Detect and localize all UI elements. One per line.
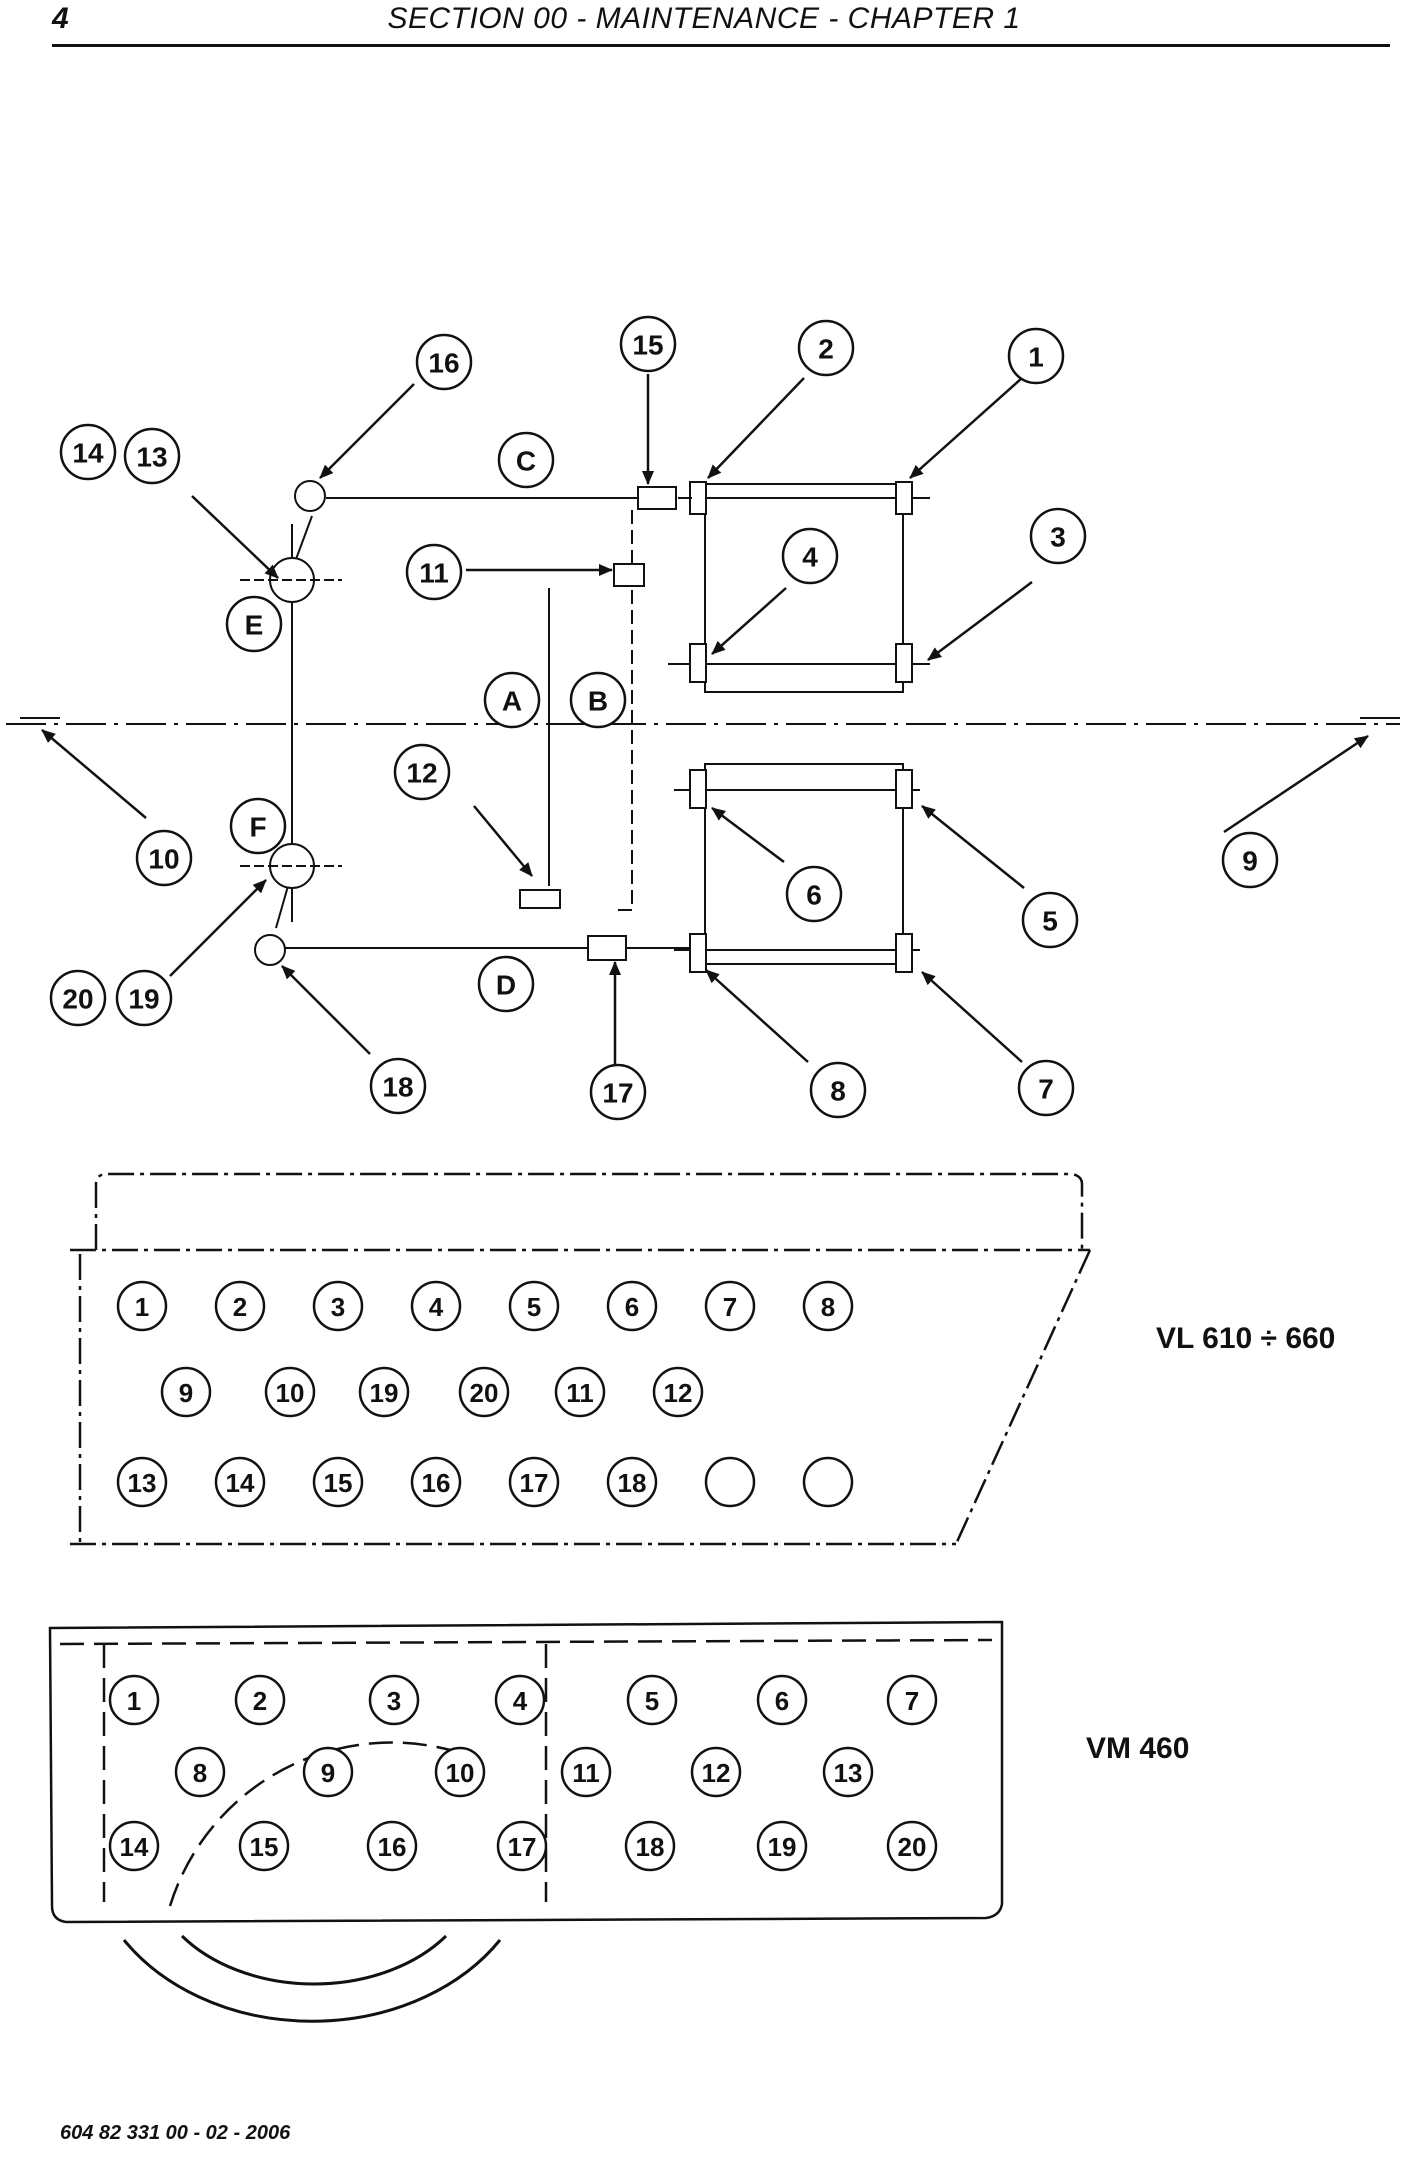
vl-pin: 8	[821, 1292, 835, 1322]
callout-19: 19	[128, 984, 159, 1015]
model-label-vl: VL 610 ÷ 660	[1156, 1322, 1336, 1355]
circuit-c: C	[516, 446, 536, 477]
callout-13: 13	[136, 442, 167, 473]
section-title: SECTION 00 - MAINTENANCE - CHAPTER 1	[387, 2, 1021, 35]
vl-pins	[116, 1280, 854, 1508]
circuit-letters: A B C D E F	[245, 446, 608, 1001]
header-rule	[52, 44, 1390, 47]
vm-pin: 4	[513, 1686, 528, 1716]
callout-4: 4	[802, 542, 818, 573]
vm-pin: 18	[636, 1832, 665, 1862]
vl-pin: 18	[618, 1468, 647, 1498]
callout-7: 7	[1038, 1074, 1054, 1105]
vl-pin: 5	[527, 1292, 541, 1322]
callout-3: 3	[1050, 522, 1066, 553]
callout-14: 14	[72, 438, 104, 469]
vm-pin: 1	[127, 1686, 141, 1716]
model-label-vm: VM 460	[1086, 1732, 1190, 1765]
vm-pin: 14	[120, 1832, 149, 1862]
callout-numbers: 1 2 3 4 5 6 7 8 9 10 11 12 13 14 15 16 1…	[62, 330, 1257, 1109]
vm-pin: 19	[768, 1832, 797, 1862]
circuit-e: E	[245, 610, 264, 641]
vm-pin: 2	[253, 1686, 267, 1716]
connector-15	[637, 486, 677, 510]
vm-pin-numbers: 1 2 3 4 5 6 7 8 9 10 11 12 13 14 15 16 1…	[120, 1686, 927, 1862]
callout-18: 18	[382, 1072, 413, 1103]
terminal-18	[254, 934, 286, 966]
vm-pin: 10	[446, 1758, 475, 1788]
vm-pin: 16	[378, 1832, 407, 1862]
vl-pin: 17	[520, 1468, 549, 1498]
circuit-f: F	[249, 812, 266, 843]
vm-pin: 8	[193, 1758, 207, 1788]
terminal-16	[294, 480, 326, 512]
callout-10: 10	[148, 844, 179, 875]
lower-lamp-frame	[674, 763, 920, 973]
circuit-b: B	[588, 686, 608, 717]
vm-pin: 6	[775, 1686, 789, 1716]
page-number: 4	[52, 2, 69, 35]
vl-pin: 20	[470, 1378, 499, 1408]
vl-pin: 6	[625, 1292, 639, 1322]
vm-pin: 11	[572, 1758, 600, 1788]
document-reference: 604 82 331 00 - 02 - 2006	[60, 2122, 291, 2144]
vm-pin: 5	[645, 1686, 659, 1716]
vl-pin: 4	[429, 1292, 444, 1322]
callout-11: 11	[419, 558, 449, 589]
vl-pin: 10	[276, 1378, 305, 1408]
vm-pin: 12	[702, 1758, 731, 1788]
callout-16: 16	[428, 348, 459, 379]
vl-pin: 15	[324, 1468, 353, 1498]
vl-pin: 16	[422, 1468, 451, 1498]
connector-vm-outline	[48, 1620, 1004, 2023]
vm-pins	[108, 1674, 938, 1872]
vl-pin-numbers: 1 2 3 4 5 6 7 8 9 10 19 20 11 12 13 14 1…	[128, 1292, 836, 1498]
callout-9: 9	[1242, 846, 1258, 877]
vm-pin: 20	[898, 1832, 927, 1862]
callout-bubbles	[49, 315, 1279, 1121]
vl-pin: 1	[135, 1292, 149, 1322]
vm-pin: 13	[834, 1758, 863, 1788]
circuit-a: A	[502, 686, 522, 717]
connector-17	[587, 935, 627, 961]
connector-12	[519, 889, 561, 909]
callout-8: 8	[830, 1076, 846, 1107]
connector-vl-outline	[70, 1172, 1092, 1546]
callout-12: 12	[406, 758, 437, 789]
leader-arrows	[41, 374, 1369, 1066]
vl-pin: 19	[370, 1378, 399, 1408]
circuit-d: D	[496, 970, 516, 1001]
callout-15: 15	[632, 330, 663, 361]
vl-pin: 9	[179, 1378, 193, 1408]
vm-pin: 17	[508, 1832, 537, 1862]
connector-11	[613, 563, 645, 587]
letter-bubbles	[225, 431, 627, 1013]
callout-5: 5	[1042, 906, 1058, 937]
vm-pin: 15	[250, 1832, 279, 1862]
vl-pin: 7	[723, 1292, 737, 1322]
callout-2: 2	[818, 334, 834, 365]
callout-6: 6	[806, 880, 822, 911]
vl-pin: 14	[226, 1468, 255, 1498]
vl-pin: 12	[664, 1378, 693, 1408]
vl-pin: 3	[331, 1292, 345, 1322]
vm-pin: 3	[387, 1686, 401, 1716]
callout-20: 20	[62, 984, 93, 1015]
vl-pin: 13	[128, 1468, 157, 1498]
vl-pin: 2	[233, 1292, 247, 1322]
callout-1: 1	[1028, 342, 1044, 373]
vm-pin: 7	[905, 1686, 919, 1716]
vl-pin: 11	[566, 1378, 594, 1408]
vm-pin: 9	[321, 1758, 335, 1788]
callout-17: 17	[602, 1078, 633, 1109]
upper-lamp-frame	[668, 481, 930, 693]
